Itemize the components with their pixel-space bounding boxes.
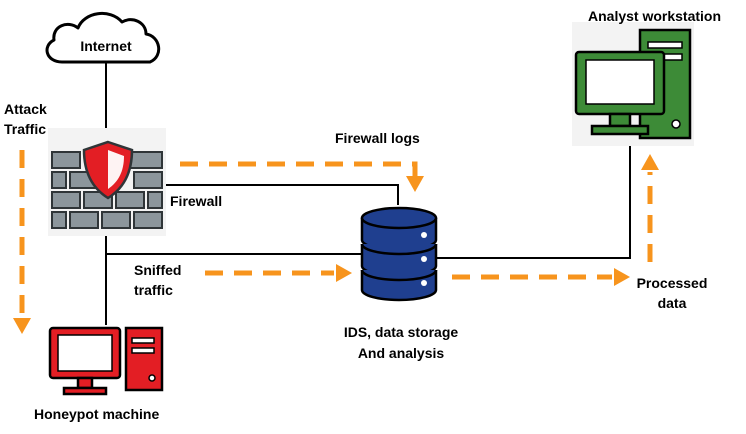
connection-lines [105, 62, 631, 325]
attack-traffic-arrowhead [13, 318, 31, 334]
ids-label-line1: IDS, data storage [343, 324, 459, 340]
firewall-logs-arrowhead [406, 176, 424, 192]
sniffed-traffic-label-line2: traffic [134, 282, 173, 298]
ids-label-line2: And analysis [357, 345, 445, 361]
analyst-workstation-label: Analyst workstation [588, 8, 722, 24]
attack-traffic-label-line2: Traffic [4, 121, 47, 137]
arrow-heads [13, 154, 659, 334]
workstation-computer-icon [572, 22, 694, 146]
firewall-ids-line [164, 184, 399, 205]
database-stack-icon [360, 206, 438, 302]
honeypot-machine-label: Honeypot machine [34, 406, 160, 422]
firewall-label: Firewall [170, 193, 223, 209]
firewall-logs-label: Firewall logs [335, 130, 420, 146]
attack-traffic-label-line1: Attack [4, 101, 47, 117]
flow-arrows [19, 150, 653, 316]
firewall-logs-arrow [180, 161, 418, 176]
sniffed-traffic-arrowhead [336, 264, 352, 282]
processed-data-label-line2: data [657, 295, 687, 311]
ids-workstation-line [436, 138, 631, 259]
processed-data-arrowhead [614, 268, 630, 286]
internet-label: Internet [80, 38, 132, 54]
workstation-arrowhead [641, 154, 659, 170]
honeypot-computer-icon [48, 326, 164, 396]
sniffed-traffic-label-line1: Sniffed [134, 262, 182, 278]
brick-wall-shield-icon [48, 128, 166, 236]
cloud-icon [45, 12, 161, 64]
processed-data-label-line1: Processed [636, 275, 708, 291]
